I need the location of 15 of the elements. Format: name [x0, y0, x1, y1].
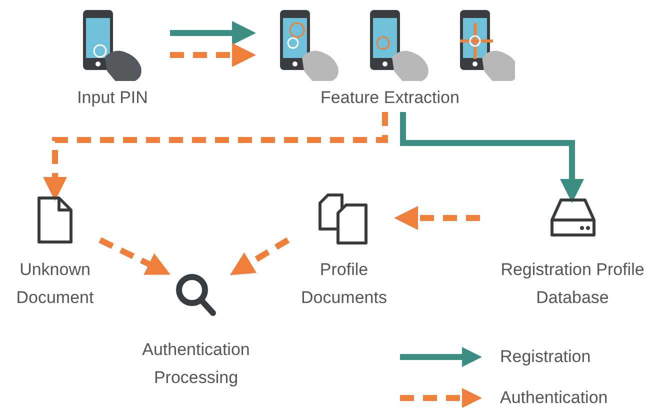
- arrow: [170, 43, 256, 67]
- node-label: Input PIN: [77, 87, 148, 109]
- arrow: [394, 206, 480, 230]
- legend-label: Registration: [500, 346, 591, 368]
- arrow: [43, 112, 388, 201]
- node-label: Unknown Document: [15, 259, 95, 309]
- node-label: Registration Profile Database: [500, 259, 646, 309]
- arrow: [230, 237, 290, 276]
- node-label: Authentication Processing: [141, 339, 251, 389]
- legend-label: Authentication: [500, 387, 608, 409]
- node-label: Profile Documents: [300, 259, 388, 309]
- arrow: [170, 21, 256, 45]
- arrow: [98, 237, 170, 275]
- arrow: [400, 112, 584, 203]
- node-label: Feature Extraction: [320, 87, 460, 109]
